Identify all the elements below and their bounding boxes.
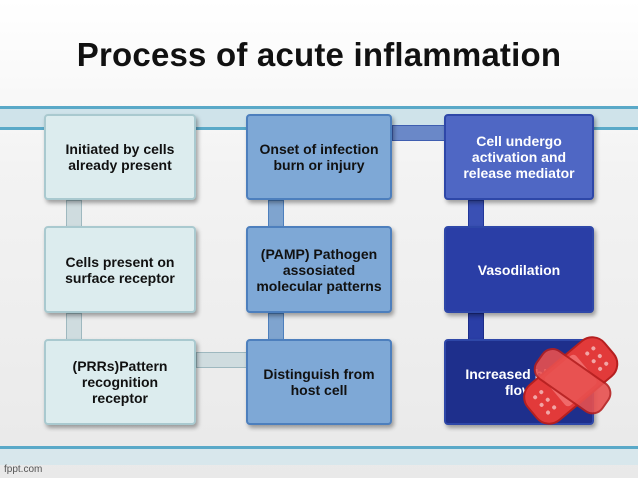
connector-col2-2-3 [268, 313, 284, 341]
box-onset-of-infection: Onset of infection burn or injury [246, 114, 392, 200]
box-text: Initiated by cells already present [65, 141, 175, 173]
box-text: (PRRs)Pattern recognition receptor [72, 358, 168, 406]
connector-col2-col3 [392, 125, 446, 141]
box-pamp: (PAMP) Pathogen assosiated molecular pat… [246, 226, 392, 313]
box-distinguish-host-cell: Distinguish from host cell [246, 339, 392, 425]
box-prrs: (PRRs)Pattern recognition receptor [44, 339, 196, 425]
connector-col1-1-2 [66, 200, 82, 228]
box-text: Vasodilation [477, 261, 561, 278]
connector-col3-1-2 [468, 200, 484, 228]
connector-col2-1-2 [268, 200, 284, 228]
bottom-band [0, 446, 638, 465]
box-initiated-by-cells: Initiated by cells already present [44, 114, 196, 200]
box-text: Cell undergo activation and release medi… [463, 133, 575, 181]
box-text: Onset of infection burn or injury [259, 141, 379, 173]
box-cells-surface-receptor: Cells present on surface receptor [44, 226, 196, 313]
slide-title: Process of acute inflammation [76, 36, 562, 73]
connector-col3-2-3 [468, 313, 484, 341]
bandage-icon [523, 336, 619, 425]
box-text: Distinguish from host cell [263, 366, 375, 398]
box-text: Cells present on surface receptor [65, 253, 175, 286]
box-vasodilation: Vasodilation [444, 226, 594, 313]
box-text: (PAMP) Pathogen assosiated molecular pat… [256, 245, 382, 294]
connector-col1-col2 [196, 352, 248, 368]
box-cell-activation: Cell undergo activation and release medi… [444, 114, 594, 200]
footer-credit: fppt.com [4, 464, 43, 475]
connector-col1-2-3 [66, 313, 82, 341]
